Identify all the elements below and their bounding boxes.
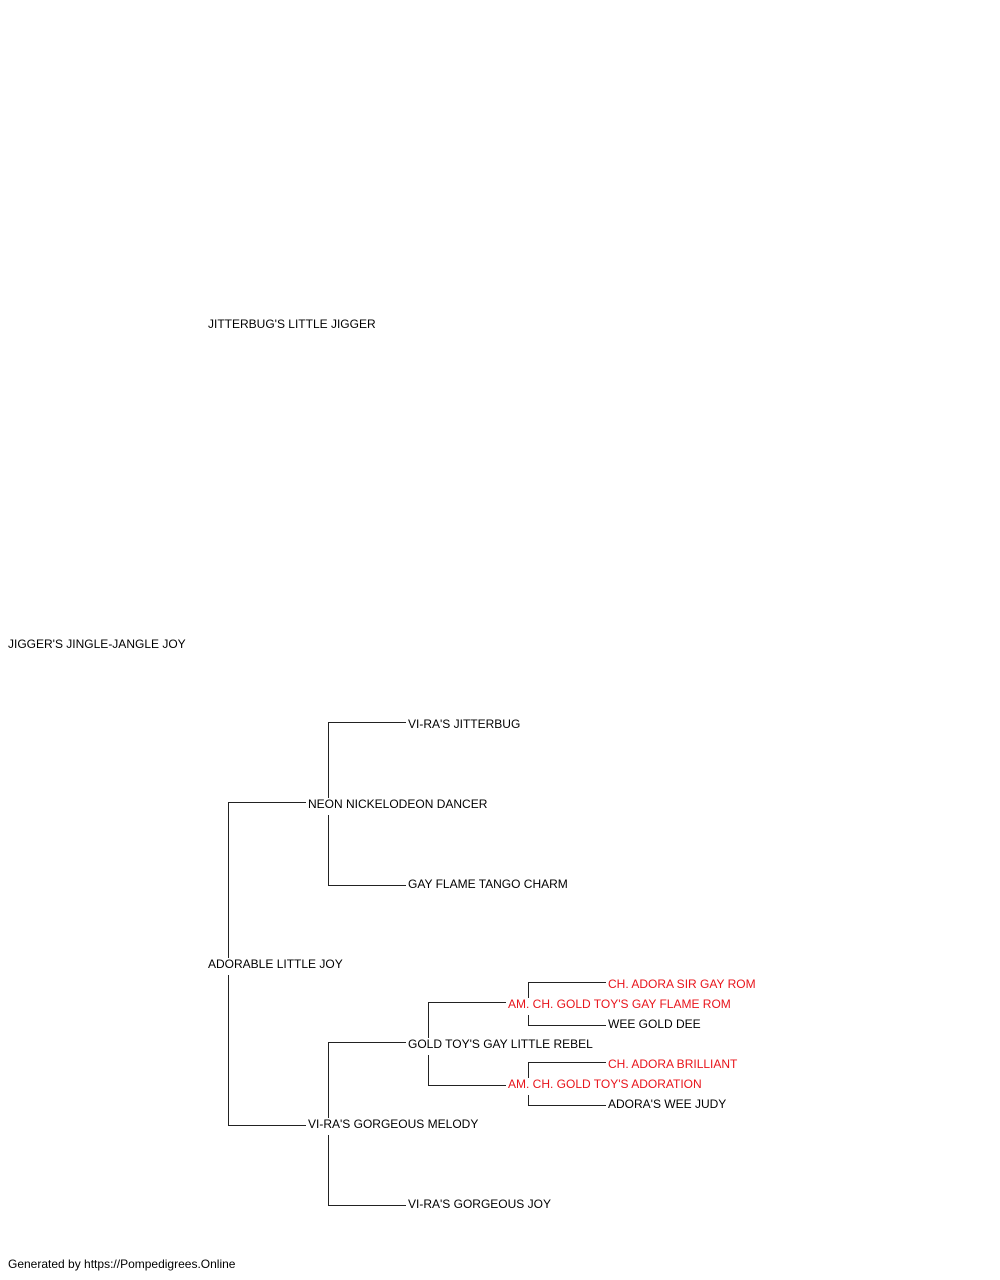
connector-line xyxy=(328,1042,329,1118)
connector-line xyxy=(428,1002,506,1003)
connector-line xyxy=(528,1095,529,1105)
ancestor-name: WEE GOLD DEE xyxy=(608,1017,701,1031)
connector-line xyxy=(328,815,329,885)
connector-line xyxy=(428,1002,429,1038)
connector-line xyxy=(328,722,406,723)
connector-line xyxy=(328,1135,329,1205)
champion-name: AM. CH. GOLD TOY'S ADORATION xyxy=(508,1077,702,1091)
champion-name: AM. CH. GOLD TOY'S GAY FLAME ROM xyxy=(508,997,731,1011)
connector-line xyxy=(228,802,229,958)
connector-line xyxy=(328,885,406,886)
connector-line xyxy=(528,982,529,998)
dam-dam-sire-name: GOLD TOY'S GAY LITTLE REBEL xyxy=(408,1037,593,1051)
connector-line xyxy=(228,802,306,803)
champion-name: CH. ADORA SIR GAY ROM xyxy=(608,977,756,991)
connector-line xyxy=(528,1025,606,1026)
dam-sire-dam-name: GAY FLAME TANGO CHARM xyxy=(408,877,568,891)
dam-dam-dam-name: VI-RA'S GORGEOUS JOY xyxy=(408,1197,551,1211)
dam-dam-name: VI-RA'S GORGEOUS MELODY xyxy=(308,1117,479,1131)
ancestor-name: ADORA'S WEE JUDY xyxy=(608,1097,727,1111)
connector-line xyxy=(528,1015,529,1025)
connector-line xyxy=(528,1062,529,1078)
connector-line xyxy=(428,1085,506,1086)
connector-line xyxy=(528,1105,606,1106)
connector-line xyxy=(328,1205,406,1206)
champion-name: CH. ADORA BRILLIANT xyxy=(608,1057,738,1071)
connector-line xyxy=(328,1042,406,1043)
connector-line xyxy=(328,722,329,798)
dam-sire-sire-name: VI-RA'S JITTERBUG xyxy=(408,717,521,731)
connector-line xyxy=(528,1062,606,1063)
connector-line xyxy=(528,982,606,983)
connector-line xyxy=(228,1125,306,1126)
connector-line xyxy=(228,975,229,1125)
connector-line xyxy=(428,1055,429,1085)
subject-name: JIGGER'S JINGLE-JANGLE JOY xyxy=(8,637,186,651)
footer-credit: Generated by https://Pompedigrees.Online xyxy=(8,1257,236,1271)
dam-name: ADORABLE LITTLE JOY xyxy=(208,957,343,971)
dam-sire-name: NEON NICKELODEON DANCER xyxy=(308,797,488,811)
sire-name: JITTERBUG'S LITTLE JIGGER xyxy=(208,317,376,331)
